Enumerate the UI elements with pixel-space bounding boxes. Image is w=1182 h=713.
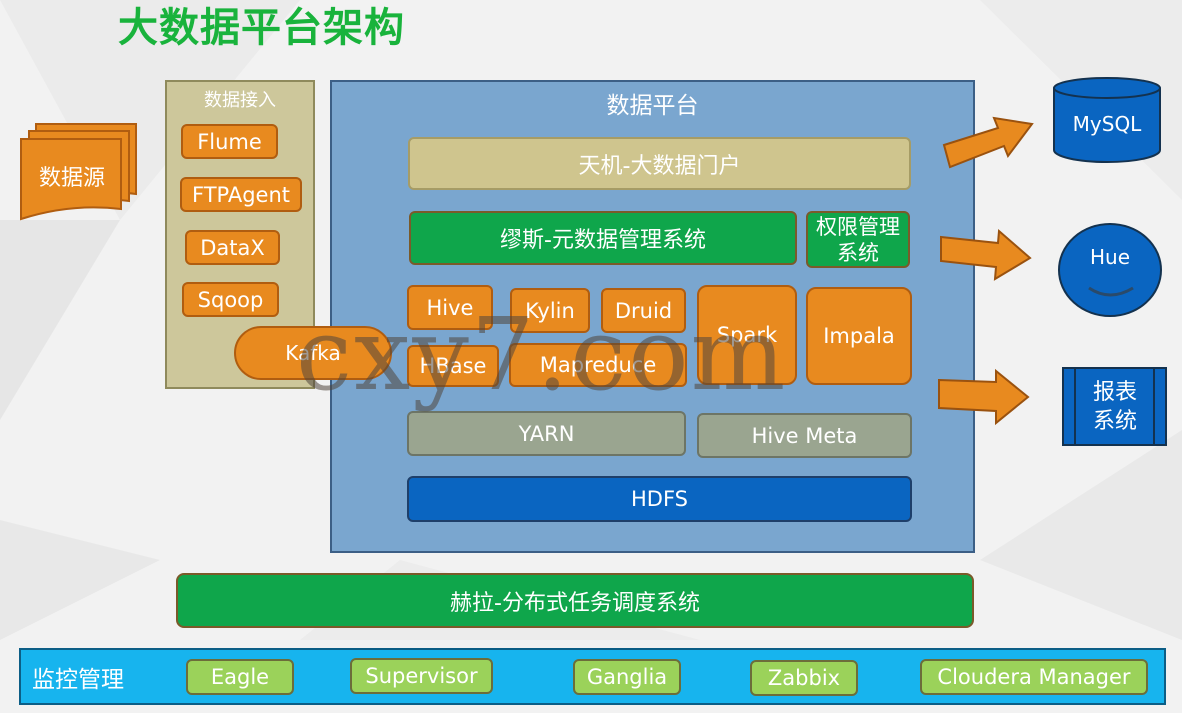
engine-impala[interactable]: Impala bbox=[806, 287, 912, 385]
arrow-right-icon bbox=[942, 116, 1034, 169]
arrow-right-icon bbox=[940, 228, 1032, 281]
hue-label: Hue bbox=[1089, 245, 1131, 269]
platform-title: 数据平台 bbox=[606, 93, 699, 119]
monitor-item-cloudera-manager[interactable]: Cloudera Manager bbox=[920, 659, 1148, 695]
engine-hive[interactable]: Hive bbox=[407, 285, 493, 330]
engine-spark[interactable]: Spark bbox=[697, 285, 797, 385]
monitor-item-eagle[interactable]: Eagle bbox=[186, 659, 294, 695]
hdfs-box[interactable]: HDFS bbox=[407, 476, 912, 522]
report-label: 报表系统 bbox=[1092, 380, 1137, 434]
engine-druid[interactable]: Druid bbox=[601, 288, 686, 333]
database-icon bbox=[1053, 77, 1161, 163]
monitor-label: 监控管理 bbox=[32, 667, 124, 693]
kafka-box[interactable]: Kafka bbox=[234, 326, 392, 380]
engine-kylin[interactable]: Kylin bbox=[510, 288, 590, 333]
ingest-item-flume[interactable]: Flume bbox=[181, 124, 278, 159]
metadata-box[interactable]: 缪斯-元数据管理系统 bbox=[409, 211, 797, 265]
datasource-icon bbox=[20, 123, 137, 221]
monitor-item-zabbix[interactable]: Zabbix bbox=[750, 660, 858, 696]
hivemeta-box[interactable]: Hive Meta bbox=[697, 413, 912, 458]
scheduler-box[interactable]: 赫拉-分布式任务调度系统 bbox=[176, 573, 974, 628]
engine-mapreduce[interactable]: Mapreduce bbox=[509, 343, 687, 387]
hue-icon bbox=[1058, 223, 1162, 317]
ingest-title: 数据接入 bbox=[204, 90, 276, 111]
arrow-right-icon bbox=[938, 368, 1030, 426]
ingest-item-ftpagent[interactable]: FTPAgent bbox=[180, 177, 302, 212]
monitor-item-supervisor[interactable]: Supervisor bbox=[350, 658, 493, 694]
permission-box[interactable]: 权限管理系统 bbox=[806, 211, 910, 268]
yarn-box[interactable]: YARN bbox=[407, 411, 686, 456]
engine-hbase[interactable]: HBase bbox=[407, 345, 499, 387]
page-title: 大数据平台架构 bbox=[118, 5, 405, 51]
datasource-label: 数据源 bbox=[38, 166, 105, 191]
ingest-item-datax[interactable]: DataX bbox=[185, 230, 280, 265]
mysql-label: MySQL bbox=[1072, 112, 1142, 136]
ingest-item-sqoop[interactable]: Sqoop bbox=[182, 282, 279, 317]
report-icon bbox=[1062, 367, 1167, 446]
portal-box[interactable]: 天机-大数据门户 bbox=[408, 137, 911, 190]
monitor-item-ganglia[interactable]: Ganglia bbox=[573, 659, 681, 695]
